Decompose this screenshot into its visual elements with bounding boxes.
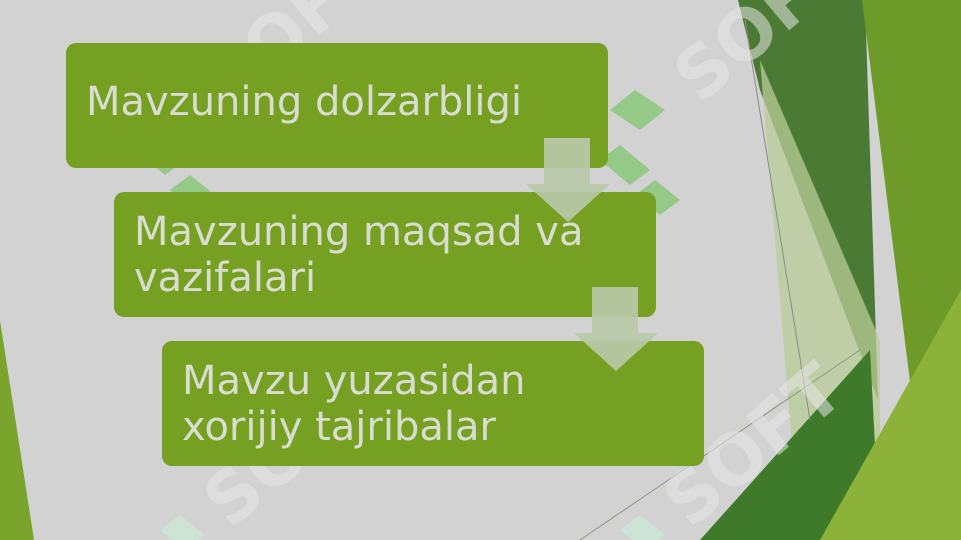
- lower-right-triangle: [700, 350, 880, 540]
- left-edge-stripe: [0, 320, 34, 540]
- step-box-1: Mavzuning dolzarbligi: [66, 43, 608, 168]
- diagonal-line: [579, 349, 861, 540]
- vertical-thin-line: [744, 19, 811, 421]
- down-arrow-icon: [526, 138, 610, 222]
- down-arrow-icon: [574, 287, 658, 371]
- step-label-1: Mavzuning dolzarbligi: [86, 78, 523, 125]
- step-label-3: Mavzu yuzasidan xorijiy tajribalar: [182, 357, 526, 450]
- lower-right-bright: [820, 290, 961, 540]
- step-label-2: Mavzuning maqsad va vazifalari: [134, 208, 584, 301]
